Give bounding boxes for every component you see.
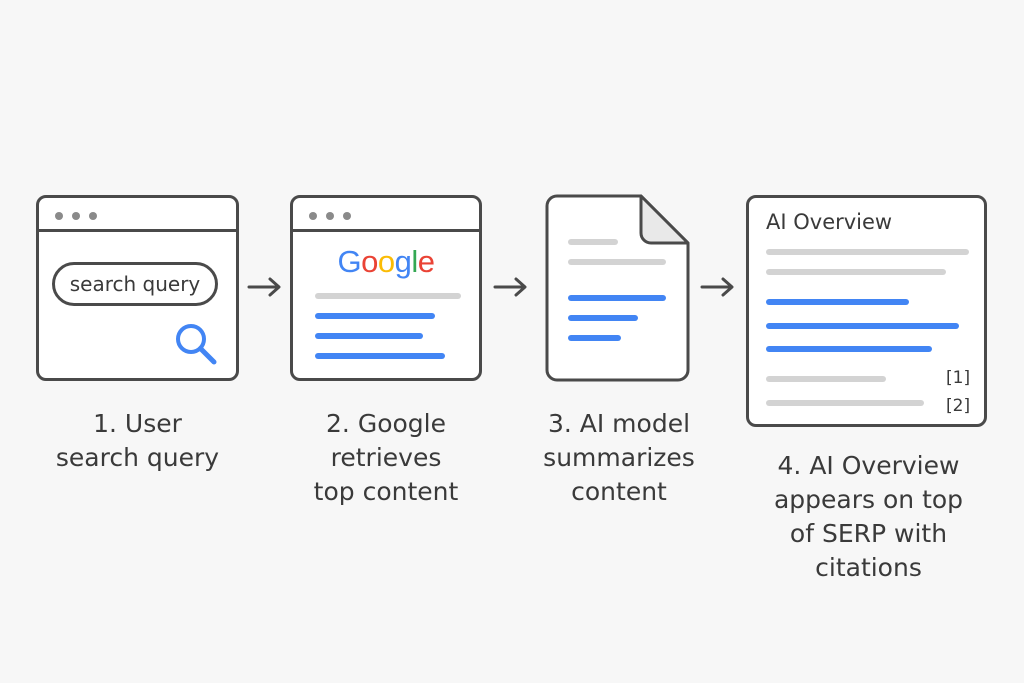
result-line-blue: [315, 313, 435, 319]
window-dot: [89, 212, 97, 220]
overview-line-gray: [766, 269, 946, 275]
step4-caption: 4. AI Overview appears on top of SERP wi…: [773, 451, 964, 582]
google-logo-letter: o: [377, 244, 395, 279]
browser-titlebar: [39, 198, 236, 232]
overview-line-blue: [766, 323, 959, 329]
overview-line-gray: [766, 249, 969, 255]
google-logo: Google: [293, 244, 479, 280]
google-logo-letter: G: [337, 244, 362, 279]
google-logo-letter: g: [394, 244, 412, 279]
step3-caption: 3. AI model summarizes content: [543, 409, 695, 506]
doc-line-gray: [568, 259, 666, 265]
window-dot: [326, 212, 334, 220]
citation-1: [1]: [946, 368, 971, 388]
ai-overview-panel: AI Overview [1] [2]: [746, 195, 987, 427]
window-dot: [72, 212, 80, 220]
result-line-blue: [315, 353, 445, 359]
step2-caption: 2. Google retrieves top content: [313, 409, 459, 506]
search-input: search query: [52, 262, 218, 306]
google-logo-letter: l: [411, 244, 418, 279]
google-logo-letter: e: [417, 244, 435, 279]
arrow-right-icon: [700, 277, 734, 297]
window-dot: [343, 212, 351, 220]
result-line-blue: [315, 333, 423, 339]
arrow-right-icon: [493, 277, 527, 297]
window-dot: [309, 212, 317, 220]
arrow-right-icon: [247, 277, 281, 297]
document-icon: [545, 194, 690, 382]
window-dot: [55, 212, 63, 220]
citation-2: [2]: [946, 396, 971, 416]
step2-browser-window: Google: [290, 195, 482, 381]
result-line-gray: [315, 293, 461, 299]
ai-overview-title: AI Overview: [766, 210, 893, 234]
overview-line-blue: [766, 346, 932, 352]
browser-titlebar: [293, 198, 479, 232]
search-icon: [176, 324, 217, 365]
doc-line-blue: [568, 295, 666, 301]
overview-line-gray: [766, 376, 886, 382]
doc-line-blue: [568, 315, 638, 321]
google-logo-letter: o: [361, 244, 378, 279]
doc-line-gray: [568, 239, 618, 245]
overview-line-gray: [766, 400, 924, 406]
step1-browser-window: search query: [36, 195, 239, 381]
step1-caption: 1. User search query: [55, 409, 220, 472]
doc-line-blue: [568, 335, 621, 341]
overview-line-blue: [766, 299, 909, 305]
